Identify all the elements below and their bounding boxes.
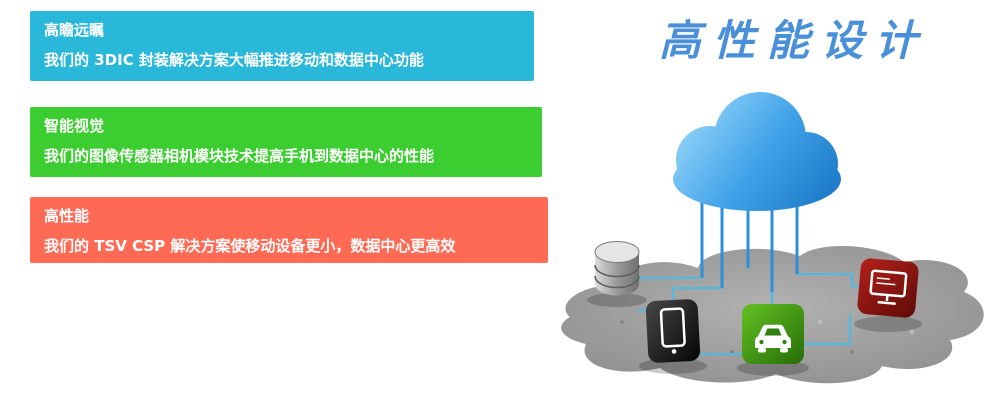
monitor-icon [857,258,919,318]
banner-title: 高瞻远瞩 [44,21,105,39]
banner-title: 高性能 [44,207,90,225]
page-title: 高性能设计 [658,16,929,65]
illustration-canvas [561,92,984,384]
cloud-link-lines [700,198,799,292]
feature-banner-smart-vision: 智能视觉 我们的图像传感器相机模块技术提高手机到数据中心的性能 [30,107,542,177]
feature-banner-performance: 高性能 我们的 TSV CSP 解决方案使移动设备更小，数据中心更高效 [30,197,548,263]
banner-body: 我们的 TSV CSP 解决方案使移动设备更小，数据中心更高效 [44,237,456,255]
car-icon [742,304,804,364]
banner-body: 我们的图像传感器相机模块技术提高手机到数据中心的性能 [44,147,435,165]
cloud-icon [673,92,841,211]
database-icon [594,241,640,296]
cloud-network-illustration [552,82,997,397]
banner-body: 我们的 3DIC 封装解决方案大幅推进移动和数据中心功能 [44,51,424,69]
tablet-icon [645,299,701,363]
feature-banner-vision: 高瞻远瞩 我们的 3DIC 封装解决方案大幅推进移动和数据中心功能 [30,11,534,81]
banner-title: 智能视觉 [44,117,105,135]
